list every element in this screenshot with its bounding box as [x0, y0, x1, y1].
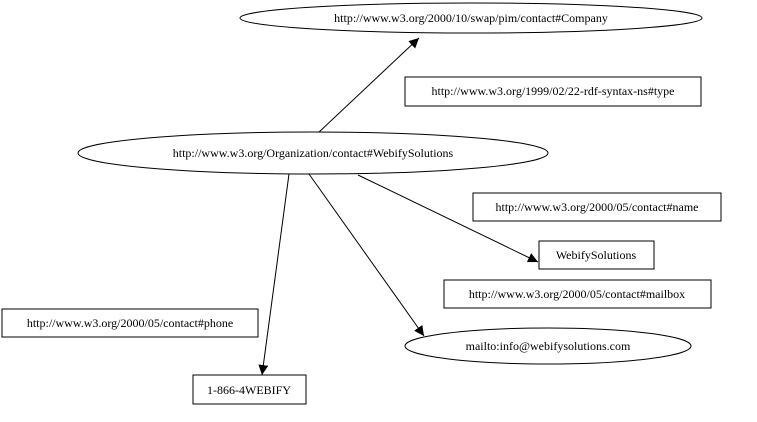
node-name-literal[interactable]: WebifySolutions	[538, 240, 655, 270]
node-phone-literal-label: 1-866-4WEBIFY	[207, 383, 291, 397]
node-company-label: http://www.w3.org/2000/10/swap/pim/conta…	[334, 11, 608, 25]
predicate-label-mailbox: http://www.w3.org/2000/05/contact#mailbo…	[443, 279, 712, 309]
node-phone-literal[interactable]: 1-866-4WEBIFY	[192, 374, 307, 405]
node-name-literal-label: WebifySolutions	[556, 248, 637, 262]
predicate-label-phone: http://www.w3.org/2000/05/contact#phone	[1, 308, 259, 338]
node-company[interactable]: http://www.w3.org/2000/10/swap/pim/conta…	[239, 2, 703, 34]
node-mailbox[interactable]: mailto:info@webifysolutions.com	[404, 327, 692, 365]
edge-name	[357, 174, 539, 263]
edge-mailbox	[308, 173, 425, 337]
predicate-name-text: http://www.w3.org/2000/05/contact#name	[496, 200, 699, 214]
predicate-phone-text: http://www.w3.org/2000/05/contact#phone	[27, 316, 233, 330]
predicate-mailbox-text: http://www.w3.org/2000/05/contact#mailbo…	[469, 287, 685, 301]
edge-type	[317, 37, 420, 134]
node-webify-label: http://www.w3.org/Organization/contact#W…	[173, 146, 454, 160]
edge-phone	[258, 173, 290, 376]
node-mailbox-label: mailto:info@webifysolutions.com	[466, 339, 631, 353]
predicate-label-type: http://www.w3.org/1999/02/22-rdf-syntax-…	[404, 76, 702, 107]
predicate-type-text: http://www.w3.org/1999/02/22-rdf-syntax-…	[432, 84, 675, 98]
predicate-label-name: http://www.w3.org/2000/05/contact#name	[472, 192, 722, 222]
node-webify[interactable]: http://www.w3.org/Organization/contact#W…	[77, 131, 549, 175]
